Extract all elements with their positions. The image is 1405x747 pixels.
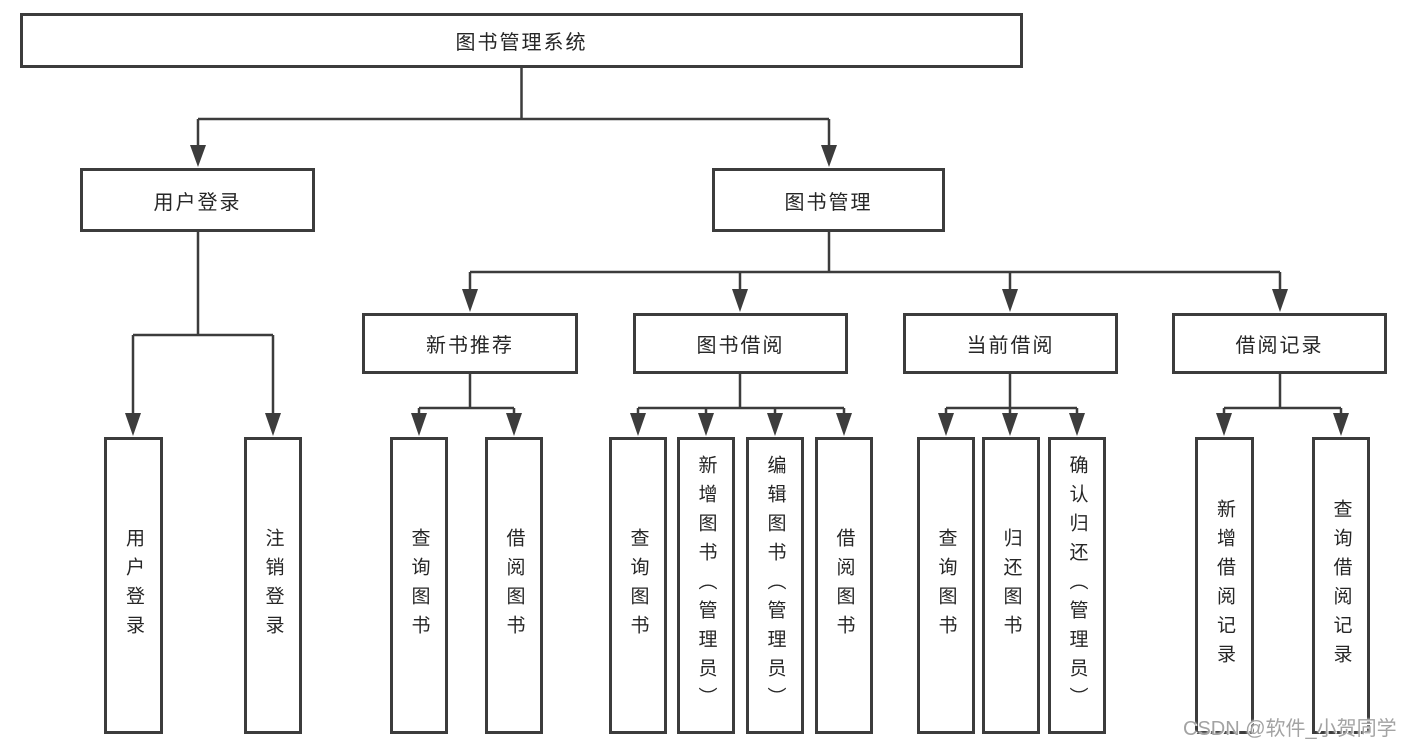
node-label: 用户登录 bbox=[153, 191, 242, 214]
leaf-logout: 注销登录 bbox=[244, 437, 302, 734]
node-label: 查询图书 bbox=[408, 527, 430, 644]
node-borrowing-records: 借阅记录 bbox=[1172, 313, 1387, 374]
node-label: 借阅记录 bbox=[1235, 335, 1324, 357]
node-label: 新书推荐 bbox=[426, 335, 514, 357]
leaf-return-books: 归还图书 bbox=[982, 437, 1040, 734]
node-root: 图书管理系统 bbox=[20, 13, 1023, 68]
connector-user-login bbox=[131, 232, 275, 414]
leaf-borrow-books-recommend: 借阅图书 bbox=[485, 437, 543, 734]
node-label: 当前借阅 bbox=[966, 335, 1055, 357]
connector-book-borrowing bbox=[636, 374, 846, 414]
arrowheads-new-book-recommend bbox=[411, 413, 522, 436]
connector-book-management bbox=[468, 232, 1282, 290]
node-label: 新增借阅记录 bbox=[1214, 498, 1235, 673]
arrowheads-level2 bbox=[190, 145, 837, 167]
node-label: 确认归还（管理员） bbox=[1066, 455, 1088, 716]
connector-borrowing-records bbox=[1222, 374, 1343, 414]
arrowheads-book-borrowing bbox=[630, 413, 852, 436]
node-book-management: 图书管理 bbox=[712, 168, 945, 232]
connector-current-borrowing bbox=[944, 374, 1079, 414]
leaf-query-books-current: 查询图书 bbox=[917, 437, 975, 734]
arrowheads-user-login bbox=[125, 413, 281, 436]
leaf-query-books-recommend: 查询图书 bbox=[390, 437, 448, 734]
leaf-query-borrow-record: 查询借阅记录 bbox=[1312, 437, 1370, 734]
node-label: 注销登录 bbox=[262, 527, 284, 644]
leaf-add-book-admin: 新增图书（管理员） bbox=[677, 437, 735, 734]
node-label: 图书管理 bbox=[784, 191, 873, 214]
node-label: 归还图书 bbox=[1000, 527, 1022, 644]
node-label: 编辑图书（管理员） bbox=[764, 455, 786, 716]
leaf-confirm-return-admin: 确认归还（管理员） bbox=[1048, 437, 1106, 734]
arrowheads-borrowing-records bbox=[1216, 413, 1349, 436]
node-label: 借阅图书 bbox=[503, 527, 525, 644]
leaf-query-books-borrowing: 查询图书 bbox=[609, 437, 667, 734]
leaf-borrow-books-borrowing: 借阅图书 bbox=[815, 437, 873, 734]
node-label: 图书管理系统 bbox=[455, 32, 588, 54]
node-user-login: 用户登录 bbox=[80, 168, 315, 232]
node-label: 查询借阅记录 bbox=[1330, 498, 1352, 673]
node-book-borrowing: 图书借阅 bbox=[633, 313, 848, 374]
watermark: CSDN @软件_小贺同学 bbox=[1183, 718, 1397, 740]
connector-new-book-recommend bbox=[417, 374, 516, 414]
leaf-edit-book-admin: 编辑图书（管理员） bbox=[746, 437, 804, 734]
node-label: 查询图书 bbox=[935, 527, 957, 644]
leaf-add-borrow-record: 新增借阅记录 bbox=[1195, 437, 1254, 734]
arrowheads-level3 bbox=[462, 289, 1288, 312]
node-label: 借阅图书 bbox=[833, 527, 855, 644]
node-label: 查询图书 bbox=[627, 527, 649, 644]
node-label: 新增图书（管理员） bbox=[695, 455, 717, 716]
connector-root-to-level2 bbox=[196, 68, 831, 145]
leaf-user-login: 用户登录 bbox=[104, 437, 163, 734]
node-current-borrowing: 当前借阅 bbox=[903, 313, 1118, 374]
node-label: 用户登录 bbox=[123, 527, 144, 644]
arrowheads-current-borrowing bbox=[938, 413, 1085, 436]
node-new-book-recommend: 新书推荐 bbox=[362, 313, 578, 374]
node-label: 图书借阅 bbox=[696, 335, 785, 357]
